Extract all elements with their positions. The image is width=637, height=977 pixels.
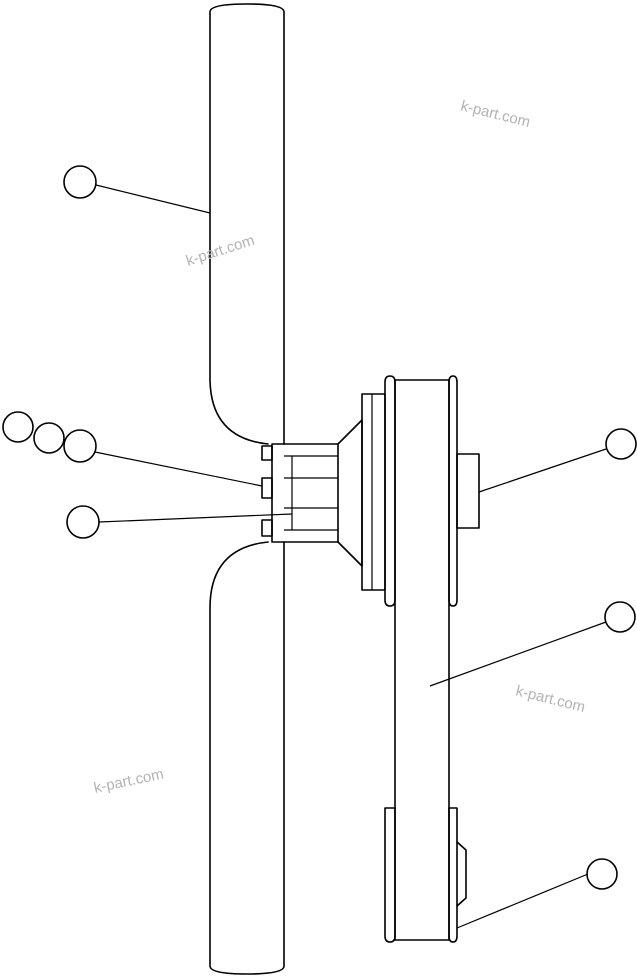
blade-upper xyxy=(209,3,285,445)
hub-flare xyxy=(337,419,363,567)
bolt-bottom xyxy=(261,519,273,537)
leader-blade xyxy=(95,184,211,214)
leader-hub xyxy=(98,513,293,523)
leader-lines xyxy=(94,184,607,929)
callout-circle xyxy=(604,601,636,633)
callout-circle xyxy=(586,858,618,890)
watermark: k-part.com xyxy=(514,682,587,716)
bolt-top xyxy=(261,445,273,461)
fan-blade xyxy=(209,3,285,975)
callout-circle xyxy=(33,422,65,454)
lower-idler xyxy=(384,807,467,943)
pulley-boss xyxy=(456,453,480,529)
bolt-middle xyxy=(261,477,273,499)
leader-idler xyxy=(456,873,589,929)
callout-circle xyxy=(63,165,97,199)
callout-circle xyxy=(66,505,100,539)
callout-circle xyxy=(605,428,637,460)
leader-belt xyxy=(429,621,607,687)
leader-bolt xyxy=(94,451,263,487)
callout-circle xyxy=(2,411,34,443)
hub-assembly xyxy=(261,419,363,567)
hub-plate xyxy=(271,443,339,543)
callouts xyxy=(2,165,637,890)
blade-lower xyxy=(209,541,285,975)
watermark: k-part.com xyxy=(92,766,165,797)
pulley xyxy=(361,375,396,607)
callout-circle xyxy=(63,429,97,463)
watermark: k-part.com xyxy=(459,97,532,131)
leader-pulley xyxy=(478,448,607,493)
watermark: k-part.com xyxy=(184,232,257,270)
